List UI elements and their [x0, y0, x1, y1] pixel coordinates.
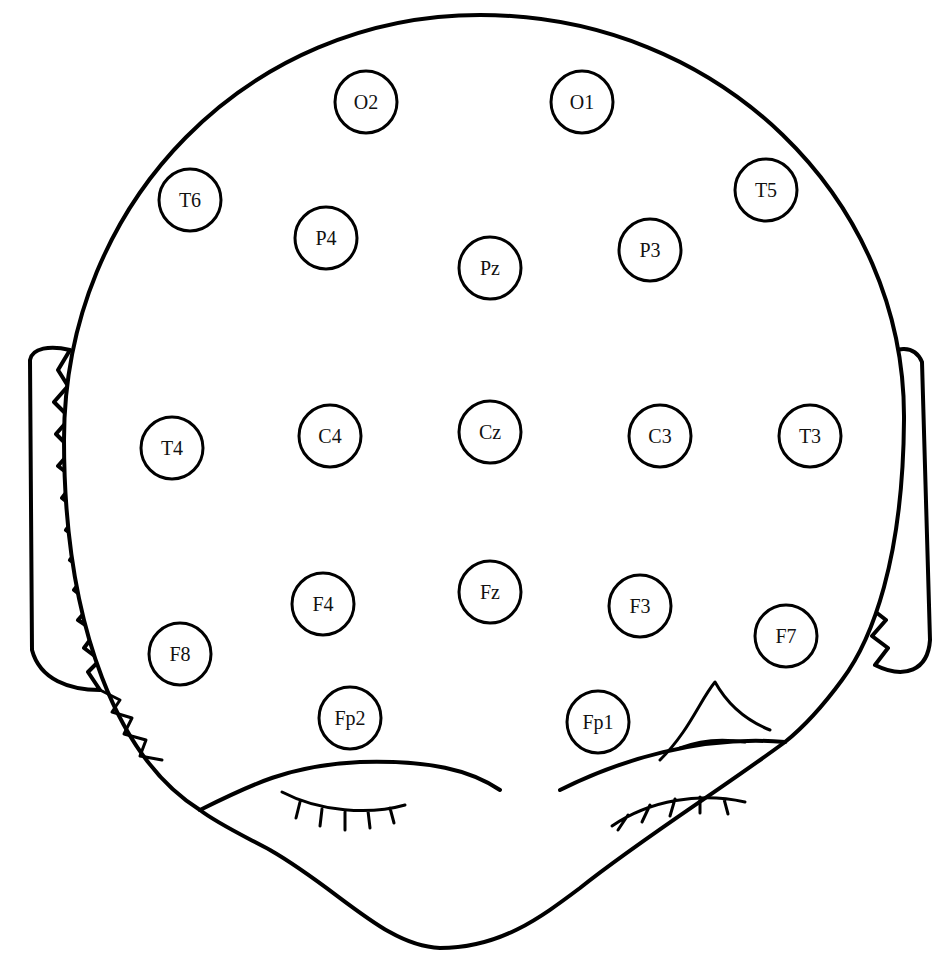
electrode-label: Fp1	[582, 712, 613, 732]
electrode-circle: P4	[293, 205, 359, 271]
electrode-label: O1	[570, 92, 594, 112]
electrode-circle: O1	[549, 69, 615, 135]
electrode-label: F3	[629, 596, 650, 616]
cheek-line	[100, 690, 162, 760]
electrode-circle: Cz	[457, 399, 523, 465]
brow-line	[200, 762, 500, 810]
electrode-circle: F3	[607, 573, 673, 639]
electrode-circle: T4	[139, 415, 205, 481]
electrode-circle: P3	[617, 217, 683, 283]
electrode-circle: T5	[733, 157, 799, 223]
electrode-circle: F7	[753, 603, 819, 669]
closed-eye	[282, 792, 405, 830]
electrode-label: T6	[179, 190, 201, 210]
electrode-label: C3	[648, 426, 671, 446]
electrode-label: Pz	[480, 258, 500, 278]
electrode-circle: C4	[297, 403, 363, 469]
electrode-label: O2	[354, 92, 378, 112]
electrode-label: F8	[169, 644, 190, 664]
electrode-label: F7	[775, 626, 796, 646]
electrode-label: T5	[755, 180, 777, 200]
electrode-circle: Fz	[457, 559, 523, 625]
electrode-circle: F8	[147, 621, 213, 687]
closed-eye	[612, 797, 745, 830]
electrode-label: P4	[315, 228, 336, 248]
electrode-label: F4	[312, 594, 333, 614]
electrode-label: Cz	[479, 422, 501, 442]
electrode-label: Fp2	[334, 708, 365, 728]
hair-tuft	[660, 682, 770, 760]
electrode-label: C4	[318, 426, 341, 446]
electrode-label: Fz	[480, 582, 500, 602]
electrode-circle: Fp1	[565, 689, 631, 755]
electrode-circle: Fp2	[317, 685, 383, 751]
electrode-label: T4	[161, 438, 183, 458]
electrode-label: T3	[799, 426, 821, 446]
electrode-label: P3	[639, 240, 660, 260]
electrode-circle: T3	[777, 403, 843, 469]
electrode-circle: Pz	[457, 235, 523, 301]
electrode-circle: T6	[157, 167, 223, 233]
electrode-circle: O2	[333, 69, 399, 135]
electrode-circle: F4	[290, 571, 356, 637]
electrode-circle: C3	[627, 403, 693, 469]
head-outline	[64, 15, 904, 948]
